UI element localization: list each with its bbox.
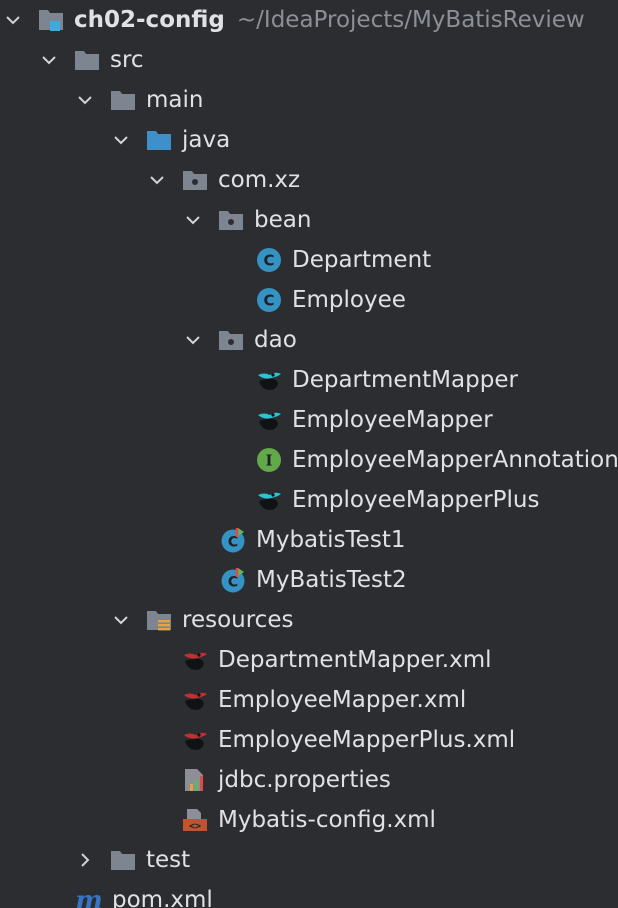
tree-item-label: EmployeeMapper.xml [218, 687, 467, 713]
tree-item-department[interactable]: Department [0, 240, 618, 280]
tree-item-label: DepartmentMapper [292, 367, 518, 393]
tree-item-label: Mybatis-config.xml [218, 807, 436, 833]
tree-item-label: EmployeeMapper [292, 407, 493, 433]
tree-item-label: EmployeeMapperPlus [292, 487, 540, 513]
mybatis-xml-icon [182, 720, 212, 760]
tree-item-mybatis-test1[interactable]: MybatisTest1 [0, 520, 618, 560]
tree-item-mybatis-config-xml[interactable]: Mybatis-config.xml [0, 800, 618, 840]
tree-item-src[interactable]: src [0, 40, 618, 80]
tree-item-label: ch02-config [74, 7, 225, 33]
tree-item-dao[interactable]: dao [0, 320, 618, 360]
tree-item-com-xz[interactable]: com.xz [0, 160, 618, 200]
tree-item-department-mapper[interactable]: DepartmentMapper [0, 360, 618, 400]
package-icon [218, 200, 248, 240]
tree-item-employee-mapper-plus-xml[interactable]: EmployeeMapperPlus.xml [0, 720, 618, 760]
project-path: ~/IdeaProjects/MyBatisReview [236, 7, 585, 33]
tree-item-label: DepartmentMapper.xml [218, 647, 492, 673]
tree-item-label: jdbc.properties [218, 767, 391, 793]
mybatis-mapper-icon [256, 480, 286, 520]
folder-icon [74, 40, 104, 80]
java-test-class-icon [220, 520, 250, 560]
xml-config-icon [182, 800, 212, 840]
tree-item-label: bean [254, 207, 312, 233]
tree-item-label: dao [254, 327, 297, 353]
properties-file-icon [182, 760, 212, 800]
chevron-down-icon[interactable] [182, 200, 204, 240]
module-folder-icon [38, 0, 68, 40]
mybatis-mapper-icon [256, 400, 286, 440]
tree-item-label: java [182, 127, 231, 153]
tree-item-label: EmployeeMapperAnnotation [292, 447, 618, 473]
tree-item-label: Department [292, 247, 432, 273]
mybatis-xml-icon [182, 680, 212, 720]
tree-item-label: test [146, 847, 191, 873]
tree-item-java[interactable]: java [0, 120, 618, 160]
tree-item-label: resources [182, 607, 294, 633]
java-class-icon [256, 280, 286, 320]
tree-item-label: MybatisTest1 [256, 527, 406, 553]
chevron-down-icon[interactable] [38, 40, 60, 80]
tree-item-label: main [146, 87, 204, 113]
chevron-down-icon[interactable] [182, 320, 204, 360]
package-icon [182, 160, 212, 200]
tree-item-label: MyBatisTest2 [256, 567, 407, 593]
tree-item-label: src [110, 47, 144, 73]
tree-item-test[interactable]: test [0, 840, 618, 880]
tree-item-employee-mapper-annotation[interactable]: EmployeeMapperAnnotation [0, 440, 618, 480]
maven-icon [76, 880, 106, 908]
chevron-down-icon[interactable] [110, 120, 132, 160]
tree-item-main[interactable]: main [0, 80, 618, 120]
resources-folder-icon [146, 600, 176, 640]
java-test-class-icon [220, 560, 250, 600]
tree-item-label: Employee [292, 287, 406, 313]
tree-item-resources[interactable]: resources [0, 600, 618, 640]
package-icon [218, 320, 248, 360]
folder-icon [110, 80, 140, 120]
source-root-folder-icon [146, 120, 176, 160]
chevron-down-icon[interactable] [74, 80, 96, 120]
tree-item-jdbc-properties[interactable]: jdbc.properties [0, 760, 618, 800]
tree-item-bean[interactable]: bean [0, 200, 618, 240]
java-interface-icon [256, 440, 286, 480]
chevron-right-icon[interactable] [74, 840, 96, 880]
tree-item-employee-mapper-plus[interactable]: EmployeeMapperPlus [0, 480, 618, 520]
mybatis-xml-icon [182, 640, 212, 680]
tree-item-employee-mapper-xml[interactable]: EmployeeMapper.xml [0, 680, 618, 720]
chevron-down-icon[interactable] [2, 0, 24, 40]
tree-item-label: com.xz [218, 167, 301, 193]
folder-icon [110, 840, 140, 880]
chevron-down-icon[interactable] [110, 600, 132, 640]
tree-item-label: pom.xml [112, 887, 213, 908]
tree-item-mybatis-test2[interactable]: MyBatisTest2 [0, 560, 618, 600]
tree-item-department-mapper-xml[interactable]: DepartmentMapper.xml [0, 640, 618, 680]
mybatis-mapper-icon [256, 360, 286, 400]
tree-item-pom-xml[interactable]: pom.xml [0, 880, 618, 908]
tree-item-employee[interactable]: Employee [0, 280, 618, 320]
tree-item-label: EmployeeMapperPlus.xml [218, 727, 516, 753]
java-class-icon [256, 240, 286, 280]
chevron-down-icon[interactable] [146, 160, 168, 200]
tree-item-employee-mapper[interactable]: EmployeeMapper [0, 400, 618, 440]
tree-item-ch02-config[interactable]: ch02-config ~/IdeaProjects/MyBatisReview [0, 0, 618, 40]
